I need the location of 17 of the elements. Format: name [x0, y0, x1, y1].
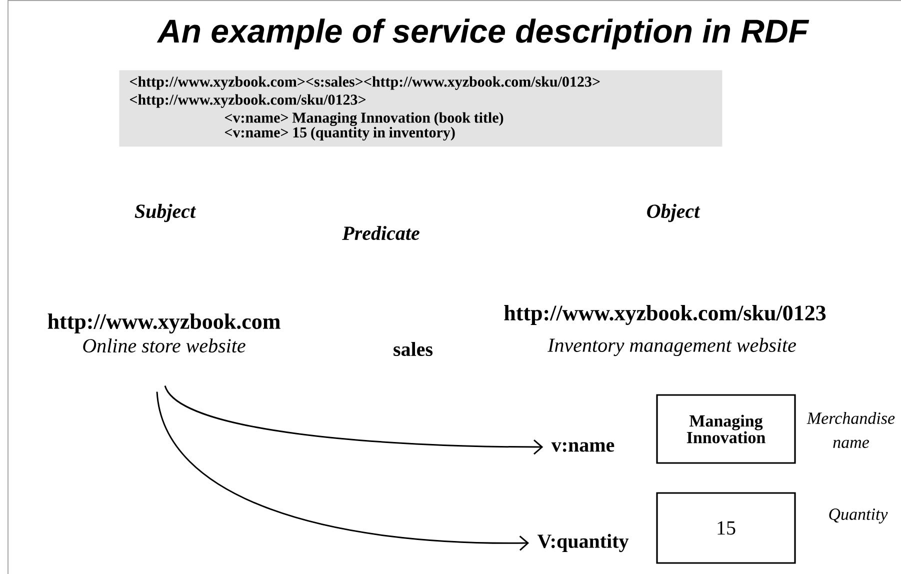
predicate-text: sales	[394, 342, 433, 356]
title: An example of service description in RDF	[156, 18, 810, 50]
arrow	[156, 392, 530, 551]
predicate-text: V:quantity	[537, 534, 629, 552]
object-text: http://www.xyzbook.com/sku/0123	[504, 305, 826, 326]
value-box: Managing Innovation	[656, 394, 796, 464]
node-label: Merchandise name	[806, 412, 895, 448]
node-label: Quantity	[829, 508, 888, 524]
predicate-text: v:name	[551, 442, 614, 452]
subject-text: http://www.xyzbook.com Online store website	[48, 313, 280, 353]
column-heading: Predicate	[342, 226, 420, 240]
column-heading: Subject	[134, 204, 196, 222]
arrow	[164, 385, 544, 455]
object-description: Inventory management website	[548, 338, 796, 356]
code-box: <http://www.xyzbook.com><s:sales><http://www.xyzbook.com/sku/0123> <http://www.xyzbook.com/sku/0123> <v:name> Managing Innovation (book title) <v:name> 15 (quantity in inventory)	[119, 70, 722, 147]
value-box: 15	[656, 492, 796, 564]
column-heading: Object	[647, 204, 700, 222]
